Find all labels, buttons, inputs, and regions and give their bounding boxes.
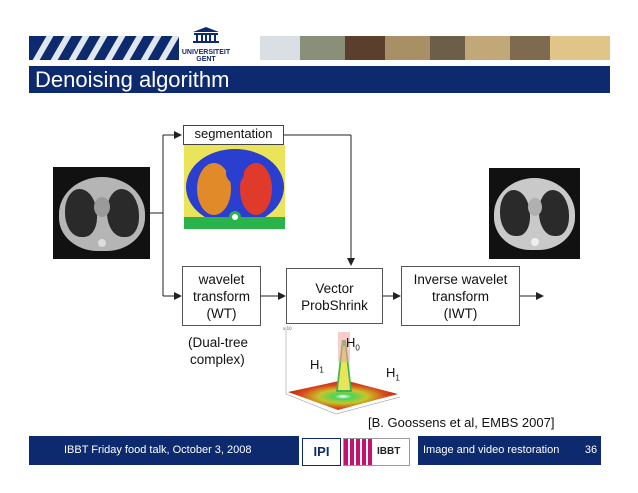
university-name-line1: UNIVERSITEIT (181, 49, 231, 56)
header-banner-photos (260, 36, 610, 60)
page-number: 36 (584, 444, 598, 456)
title-bar (29, 66, 610, 93)
dual-tree-line2: complex) (190, 352, 245, 367)
footer-left-bar (29, 436, 299, 465)
h1-left-letter: H (310, 357, 320, 372)
vector-probshrink-box: Vector ProbShrink (286, 268, 383, 324)
probability-surface-plot: x 10 (283, 326, 401, 415)
dual-tree-note: (Dual-tree complex) (188, 334, 248, 368)
h1-right-subscript: 1 (395, 373, 400, 383)
dual-tree-line1: (Dual-tree (188, 335, 249, 350)
h0-subscript: 0 (355, 343, 360, 353)
h1-right-letter: H (386, 365, 396, 380)
footer-right-bar (418, 436, 601, 465)
h1-left-label: H1 (310, 357, 324, 375)
university-logo: UNIVERSITEIT GENT (181, 26, 231, 64)
footer-left-text: IBBT Friday food talk, October 3, 2008 (64, 444, 252, 456)
wavelet-line2: transform (192, 289, 250, 304)
svg-text:x 10: x 10 (283, 326, 292, 331)
h0-label: H0 (346, 335, 360, 353)
h1-right-label: H1 (386, 365, 400, 383)
noisy-ct-image (53, 167, 150, 259)
segmentation-image (184, 145, 285, 229)
denoised-ct-image (489, 168, 580, 259)
inverse-line1: Inverse wavelet (413, 272, 508, 287)
footer-right-text: Image and video restoration (423, 444, 560, 456)
wavelet-line3: (WT) (206, 306, 237, 321)
university-building-icon (193, 27, 219, 43)
slide-title: Denoising algorithm (35, 67, 230, 92)
vector-line2: ProbShrink (301, 298, 368, 313)
wavelet-transform-box: wavelet transform (WT) (182, 266, 261, 326)
vector-line1: Vector (315, 281, 354, 296)
segmentation-label-box (183, 125, 284, 145)
segmentation-label: segmentation (194, 126, 273, 141)
h0-letter: H (346, 335, 356, 350)
inverse-line2: transform (431, 289, 489, 304)
inverse-line3: (IWT) (443, 306, 478, 321)
header-banner-left (29, 36, 179, 60)
university-name-line2: GENT (196, 56, 216, 63)
ipi-logo: IPI (302, 438, 341, 466)
citation: [B. Goossens et al, EMBS 2007] (368, 415, 555, 430)
inverse-wavelet-box: Inverse wavelet transform (IWT) (401, 266, 520, 326)
ibbt-logo: IBBT (343, 438, 410, 466)
ibbt-logo-text: IBBT (377, 446, 401, 457)
wavelet-line1: wavelet (198, 272, 245, 287)
h1-left-subscript: 1 (319, 365, 324, 375)
